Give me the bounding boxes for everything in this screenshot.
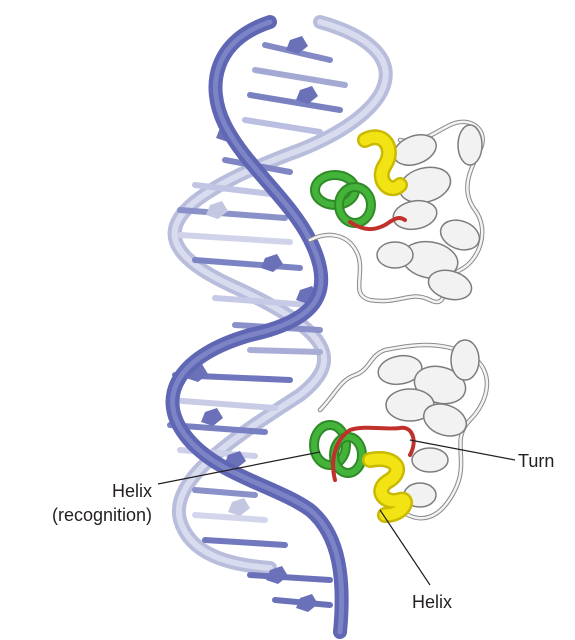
helix-recognition-leader-line <box>157 451 321 485</box>
helix-leader-line <box>379 509 431 586</box>
helix-yellow-lower <box>362 451 413 523</box>
helix-yellow-upper <box>357 129 408 197</box>
recognition-helix-upper <box>310 170 376 228</box>
protein-domain-lower <box>309 339 490 523</box>
recognition-helix-lower <box>309 420 367 478</box>
dna-base-pairs <box>167 42 348 608</box>
helix-recognition-label-line2: (recognition) <box>52 505 152 525</box>
turn-label: Turn <box>518 451 554 471</box>
helix-recognition-label-line1: Helix <box>112 481 152 501</box>
protein-domain-upper <box>307 119 485 305</box>
turn-upper <box>348 215 407 232</box>
helix-label: Helix <box>412 592 452 612</box>
turn-leader-line <box>409 439 516 461</box>
dna-double-helix <box>165 15 393 639</box>
turn-lower <box>331 425 416 482</box>
